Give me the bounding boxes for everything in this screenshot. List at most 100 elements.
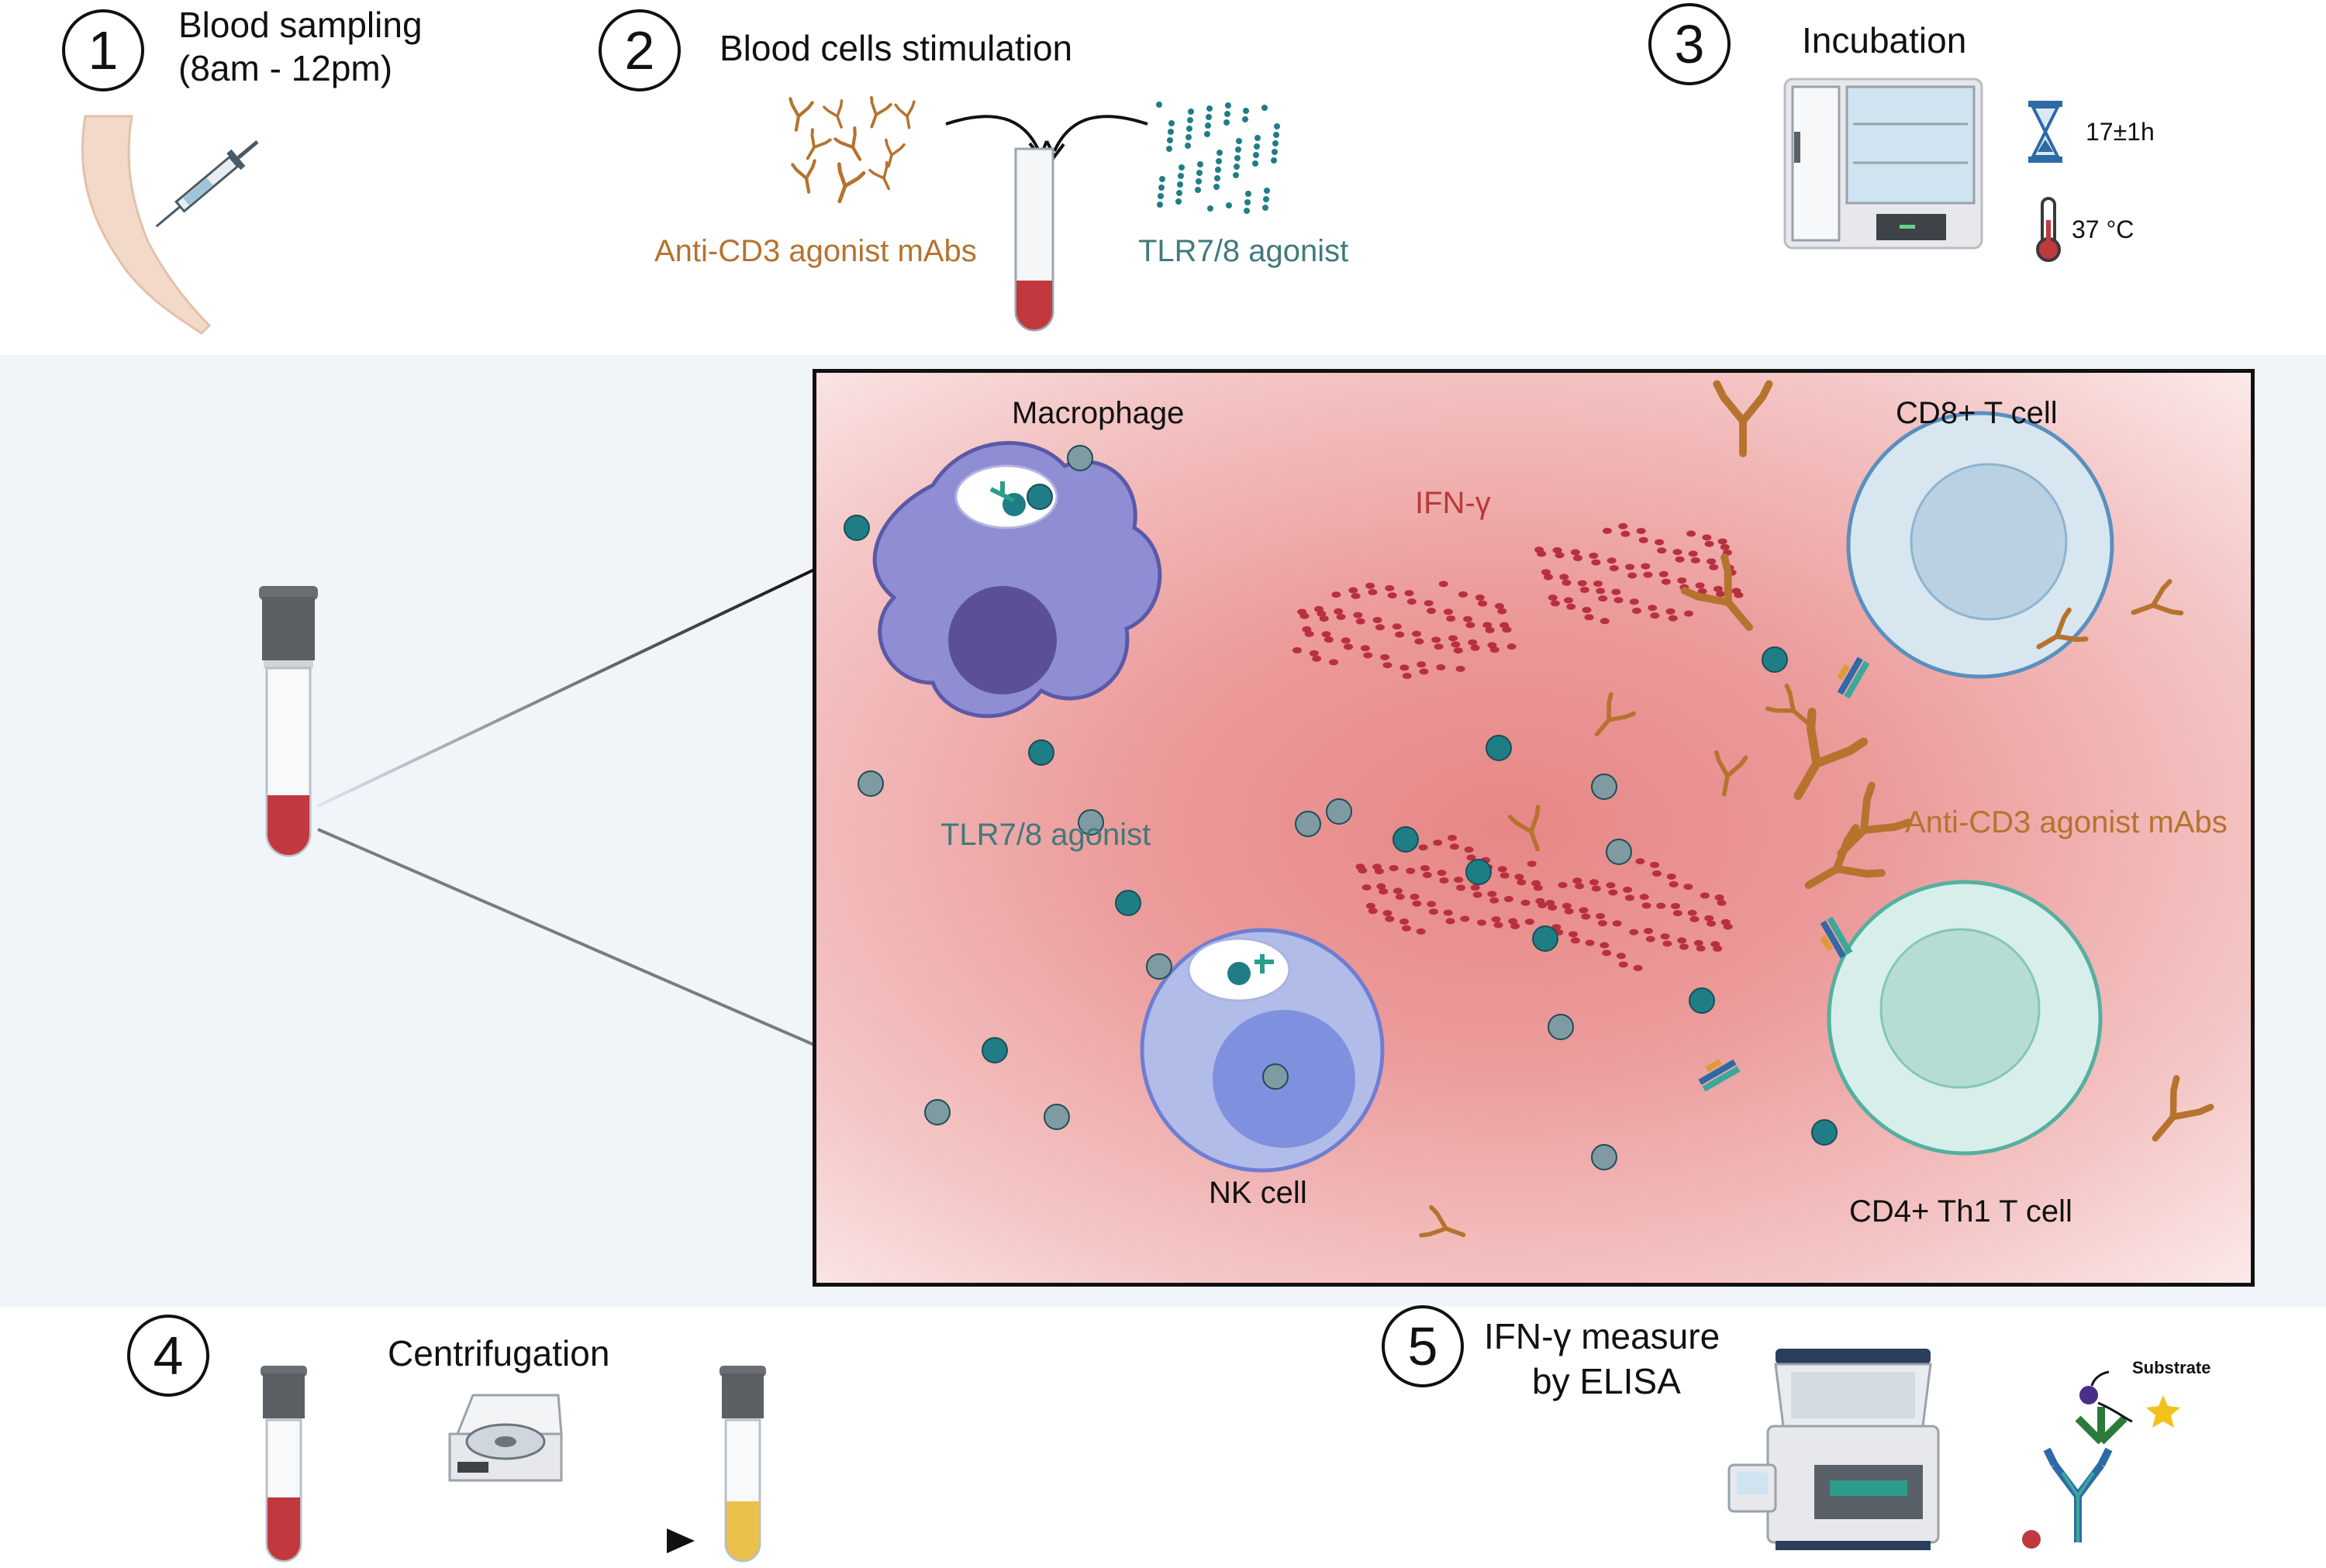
ifn-dot — [1470, 884, 1480, 891]
ifn-dot — [1395, 631, 1405, 638]
ifn-dot — [1404, 590, 1414, 597]
tcr-receptor-icons — [1698, 656, 1870, 1092]
ifn-dot — [1418, 844, 1428, 851]
ifn-dot — [1517, 879, 1527, 886]
ifn-dot — [1399, 664, 1410, 671]
ifn-dot — [1422, 871, 1432, 878]
agonist-particle — [1465, 859, 1492, 885]
ifn-dot — [1684, 610, 1693, 617]
ifn-dot — [1389, 865, 1399, 872]
agonist-dot — [1158, 193, 1164, 199]
ifn-dot — [1392, 623, 1402, 630]
cd8-label: CD8+ T cell — [1896, 396, 2058, 430]
ifn-dot — [1527, 860, 1537, 867]
ifn-dot — [1465, 622, 1475, 629]
agonist-particle — [844, 515, 870, 541]
ifn-dot — [1662, 940, 1672, 947]
agonist-particle — [1532, 925, 1558, 952]
incubator-icon — [1783, 78, 1983, 250]
agonist-dot — [1196, 170, 1203, 176]
agonist-dot — [1224, 111, 1230, 117]
agonist-dot — [1206, 105, 1213, 112]
agonist-particle — [982, 1037, 1008, 1063]
elisa-reader-icon — [1727, 1349, 1940, 1550]
incubation-time: 17±1h — [2086, 118, 2155, 146]
ifn-dot — [1478, 600, 1488, 607]
ifn-dot — [1696, 945, 1706, 952]
ifn-dot — [1424, 600, 1434, 607]
agonist-dot — [1175, 198, 1182, 205]
ifn-dot — [1443, 909, 1453, 916]
agonist-dot — [1166, 146, 1172, 152]
ifn-dot — [1454, 877, 1464, 884]
ifn-dot — [1466, 854, 1476, 861]
agonist-particle — [1044, 1104, 1070, 1130]
ifn-dot — [1570, 549, 1580, 556]
zoom-scene — [844, 380, 2214, 1238]
ifn-dot — [1625, 563, 1635, 570]
ifn-dot — [1544, 574, 1554, 581]
ifn-dot — [1566, 603, 1576, 610]
ifn-dot — [1707, 920, 1717, 927]
ifn-dot — [1618, 961, 1628, 968]
ifn-dot — [1672, 549, 1682, 556]
ifn-dot — [1555, 552, 1565, 559]
ifn-dot — [1700, 892, 1710, 899]
ifn-dot — [1499, 872, 1510, 879]
ifn-dot — [1629, 598, 1639, 605]
anti-cd3-antibodies — [1419, 380, 2214, 1238]
step-5-badge: 5 — [1382, 1305, 1464, 1387]
agonist-dot — [1234, 164, 1240, 170]
ifn-dot — [1361, 884, 1372, 891]
ifn-dot — [1606, 557, 1617, 564]
ifn-dot — [1717, 538, 1727, 545]
ifn-dot — [1709, 563, 1719, 570]
agonist-dot — [1215, 167, 1221, 173]
ifn-dot — [1494, 603, 1504, 610]
ifn-dot — [1331, 591, 1341, 598]
ifn-dot — [1503, 895, 1513, 902]
ifn-dot — [1491, 916, 1501, 923]
step-2-title: Blood cells stimulation — [720, 28, 1073, 68]
incubation-temperature: 37 °C — [2072, 215, 2134, 243]
antibody-icon — [1714, 750, 1748, 797]
agonist-dot — [1244, 199, 1251, 205]
ifn-dot — [1445, 918, 1455, 925]
hourglass-icon — [2028, 101, 2062, 163]
ifn-dot — [1319, 615, 1329, 622]
ifn-dot — [1419, 668, 1429, 675]
ifn-dot — [1341, 637, 1351, 644]
agonist-dot — [1234, 155, 1241, 161]
agonist-dot — [1236, 138, 1242, 144]
ifn-dot — [1582, 606, 1592, 613]
agonist-particle — [1295, 811, 1321, 837]
ifn-dot — [1579, 907, 1589, 914]
agonist-dot — [1204, 131, 1210, 137]
ifn-dot — [1579, 587, 1589, 594]
ifn-dot — [1460, 915, 1470, 922]
ifn-dot — [1683, 884, 1693, 891]
ifn-dot — [1609, 565, 1619, 572]
ifn-dot — [1713, 945, 1723, 952]
ifn-dot — [1677, 577, 1687, 584]
ifn-dot — [1464, 846, 1474, 853]
ifn-dot — [1652, 870, 1662, 877]
agonist-dot — [1274, 123, 1280, 129]
ifn-dot — [1657, 547, 1667, 554]
ifn-dot — [1321, 631, 1331, 638]
ifn-dot — [1429, 908, 1438, 915]
ifn-dot — [1713, 585, 1723, 592]
ifn-dot — [1624, 894, 1634, 901]
agonist-dot — [1157, 202, 1163, 208]
antibody-icon — [2131, 579, 2184, 615]
stimulation-tube-icon — [1014, 147, 1054, 332]
agonist-particle — [924, 1099, 951, 1125]
ifn-dot — [1596, 912, 1606, 919]
ifn-dot — [1489, 646, 1499, 653]
ifn-dot — [1360, 645, 1370, 652]
ifn-dot — [1551, 924, 1562, 931]
agonist-dot — [1185, 143, 1191, 149]
ifn-dot — [1689, 915, 1700, 922]
step-3-title: Incubation — [1802, 20, 1967, 60]
ifn-dot — [1638, 536, 1648, 543]
